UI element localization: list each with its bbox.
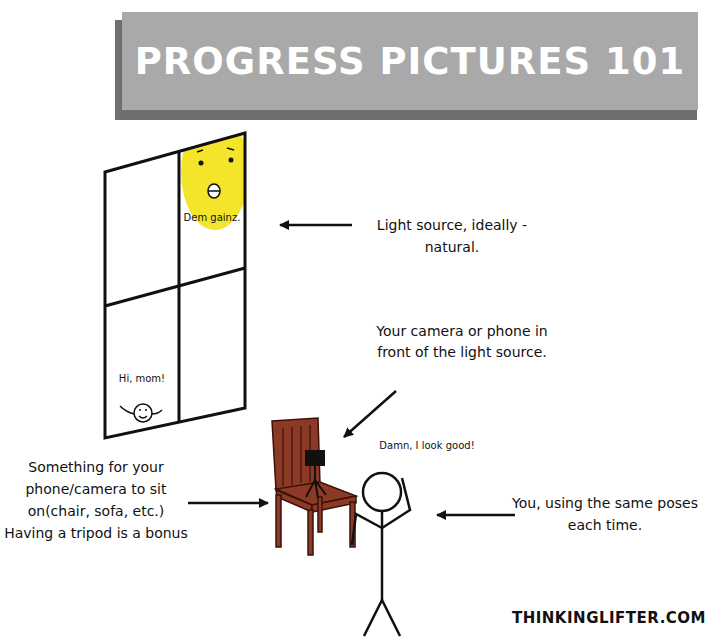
leader-arrow	[437, 514, 515, 517]
stick-figure	[352, 473, 410, 636]
peeking-face	[139, 410, 147, 418]
watermark: THINKINGLIFTER.COM	[510, 608, 708, 628]
leader-arrow	[280, 224, 352, 227]
window-frame	[105, 133, 245, 438]
sun-brow	[197, 148, 234, 152]
window-bar	[105, 268, 245, 306]
peeking-arm	[120, 406, 162, 414]
callout-text: Light source, ideally - natural.	[352, 214, 552, 258]
sun-eye	[199, 161, 204, 166]
speech-text: Damn, I look good!	[362, 440, 492, 452]
phone	[305, 450, 325, 466]
chair	[272, 418, 356, 555]
speech-text: Dem gainz.	[176, 212, 248, 224]
callout-text: Your camera or phone in front of the lig…	[372, 321, 552, 363]
banner	[122, 12, 698, 110]
title: PROGRESS PICTURES 101	[122, 12, 698, 110]
peeking-face	[134, 404, 152, 422]
tripod	[306, 466, 326, 498]
leader-arrow	[188, 502, 268, 505]
sun-mouth	[208, 184, 220, 198]
speech-text: Hi, mom!	[108, 373, 176, 385]
callout-text: Something for your phone/camera to sit o…	[4, 456, 188, 544]
leader-arrow	[344, 391, 396, 437]
sun-eye	[229, 158, 234, 163]
sun-mouth	[208, 190, 220, 192]
callout-text: You, using the same poses each time.	[505, 492, 705, 536]
